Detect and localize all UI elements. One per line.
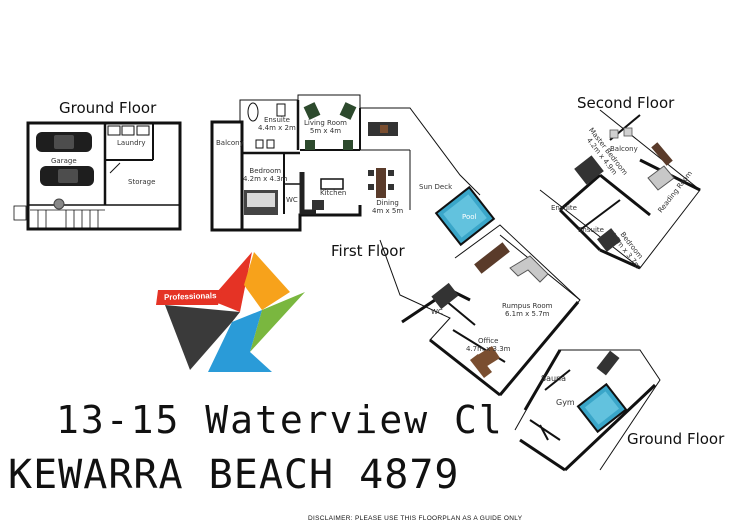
room-storage: Storage [128,178,156,186]
bedroom-first-size: 4.2m x 4.3m [243,175,288,183]
living-name: Living Room [304,119,347,127]
floor-title-first: First Floor [331,242,405,260]
room-bedroom-first: Bedroom 4.2m x 4.3m [243,167,288,183]
room-dining: Dining 4m x 5m [372,199,403,215]
room-sauna: Sauna [541,374,567,383]
ground-floor-plan [13,121,182,231]
room-gym: Gym [556,398,575,407]
bedroom-first-name: Bedroom [249,167,282,175]
dining-name: Dining [376,199,399,207]
first-floor-plan [210,94,496,247]
room-balcony-first: Balcony [216,139,244,147]
room-ensuite-first: Ensuite 4.4m x 2m [258,116,296,132]
office-size: 4.7m x 3.3m [466,345,511,353]
address-line-2: KEWARRA BEACH 4879 [8,452,460,498]
room-kitchen: Kitchen [320,189,347,197]
room-rumpus: Rumpus Room 6.1m x 5.7m [502,302,553,318]
rumpus-size: 6.1m x 5.7m [505,310,550,318]
professionals-logo [156,252,305,372]
room-garage: Garage [51,157,77,165]
room-wc-first: WC [286,196,298,204]
dining-size: 4m x 5m [372,207,404,215]
ensuite-first-size: 4.4m x 2m [258,124,296,132]
room-wc-rumpus: WC [431,308,443,316]
office-name: Office [478,337,499,345]
disclaimer-text: DISCLAIMER: PLEASE USE THIS FLOORPLAN AS… [308,515,523,522]
ensuite-first-name: Ensuite [263,116,290,124]
ground-floor-gym-plan [514,349,661,472]
room-balcony-second: Balcony [610,145,638,153]
logo-text: Professionals [163,291,217,302]
room-office: Office 4.7m x 3.3m [466,337,511,353]
room-living: Living Room 5m x 4m [304,119,347,135]
rumpus-name: Rumpus Room [502,302,553,310]
floor-title-second: Second Floor [577,94,675,112]
living-size: 5m x 4m [309,127,342,135]
room-pool: Pool [462,213,477,221]
rumpus-floor-plan [379,224,581,397]
second-floor-plan [539,109,701,270]
room-sun-deck: Sun Deck [419,183,453,191]
room-ensuite-second-b: Ensuite [578,226,604,234]
room-laundry: Laundry [117,139,146,147]
floor-title-ground-left: Ground Floor [59,99,157,117]
address-line-1: 13-15 Waterview Cl [56,398,504,442]
room-ensuite-second-a: Ensuite [551,204,577,212]
floor-title-ground-right: Ground Floor [627,430,725,448]
